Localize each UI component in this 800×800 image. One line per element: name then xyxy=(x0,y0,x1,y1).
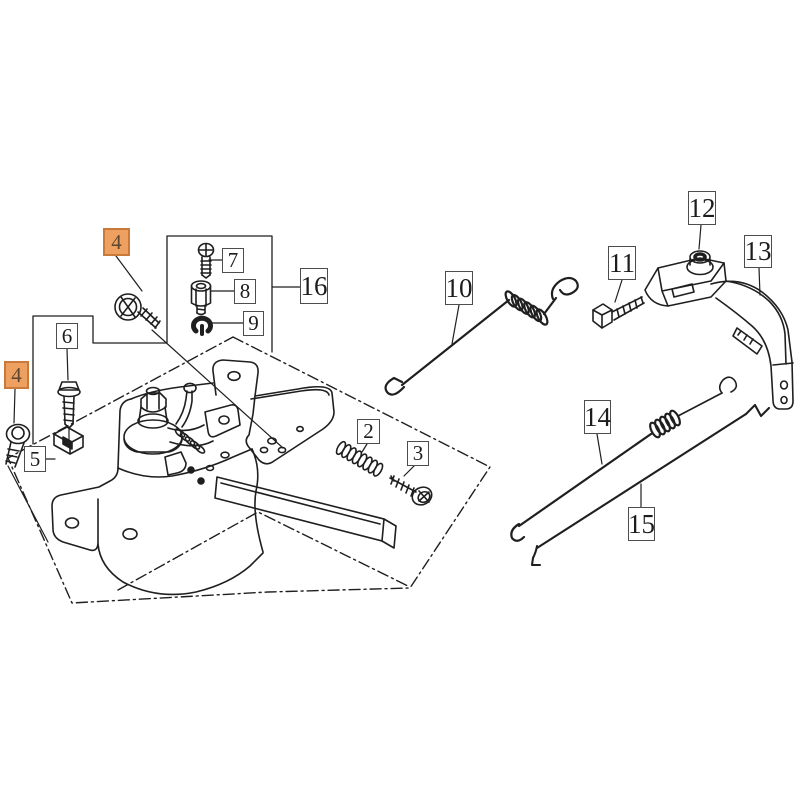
collar-8-drawing xyxy=(190,280,212,316)
part-label-14[interactable]: 14 xyxy=(584,400,611,434)
rod-15-drawing xyxy=(530,403,771,567)
subassembly-dashed-outline xyxy=(7,336,491,604)
part-label-7[interactable]: 7 xyxy=(222,248,244,273)
clip-9-drawing xyxy=(191,315,213,336)
part-label-12[interactable]: 12 xyxy=(688,191,716,225)
part-label-6[interactable]: 6 xyxy=(56,323,78,349)
bolt-6-drawing xyxy=(57,381,81,429)
leader-lines xyxy=(7,224,761,543)
bolt-11-drawing xyxy=(592,296,645,329)
screw-7-drawing xyxy=(197,242,215,279)
bracket-13-drawing xyxy=(644,257,794,410)
part-label-11[interactable]: 11 xyxy=(608,246,636,280)
part-label-8[interactable]: 8 xyxy=(234,279,256,304)
part-label-13[interactable]: 13 xyxy=(744,235,772,268)
part-label-10[interactable]: 10 xyxy=(445,271,473,305)
part-label-2[interactable]: 2 xyxy=(357,419,380,444)
part-label-15[interactable]: 15 xyxy=(628,507,655,541)
screw-3-drawing xyxy=(389,475,433,506)
spring-10-drawing xyxy=(384,276,579,396)
part-label-9[interactable]: 9 xyxy=(243,311,264,336)
part-label-4-highlighted[interactable]: 4 xyxy=(103,228,130,256)
flange-bolt-4-left-drawing xyxy=(5,423,31,468)
group-16-outline xyxy=(32,235,301,445)
part-label-4-highlighted[interactable]: 4 xyxy=(4,361,29,389)
part-label-16[interactable]: 16 xyxy=(300,268,328,304)
main-assembly-drawing xyxy=(51,359,397,596)
part-label-3[interactable]: 3 xyxy=(407,441,429,466)
spring-2-drawing xyxy=(335,440,384,477)
flange-bolt-4-top-drawing xyxy=(114,293,161,329)
spring-rod-14-drawing xyxy=(510,376,738,542)
nut-12-drawing xyxy=(686,250,714,276)
part-label-5[interactable]: 5 xyxy=(24,446,46,472)
clamp-5-drawing xyxy=(53,426,84,455)
